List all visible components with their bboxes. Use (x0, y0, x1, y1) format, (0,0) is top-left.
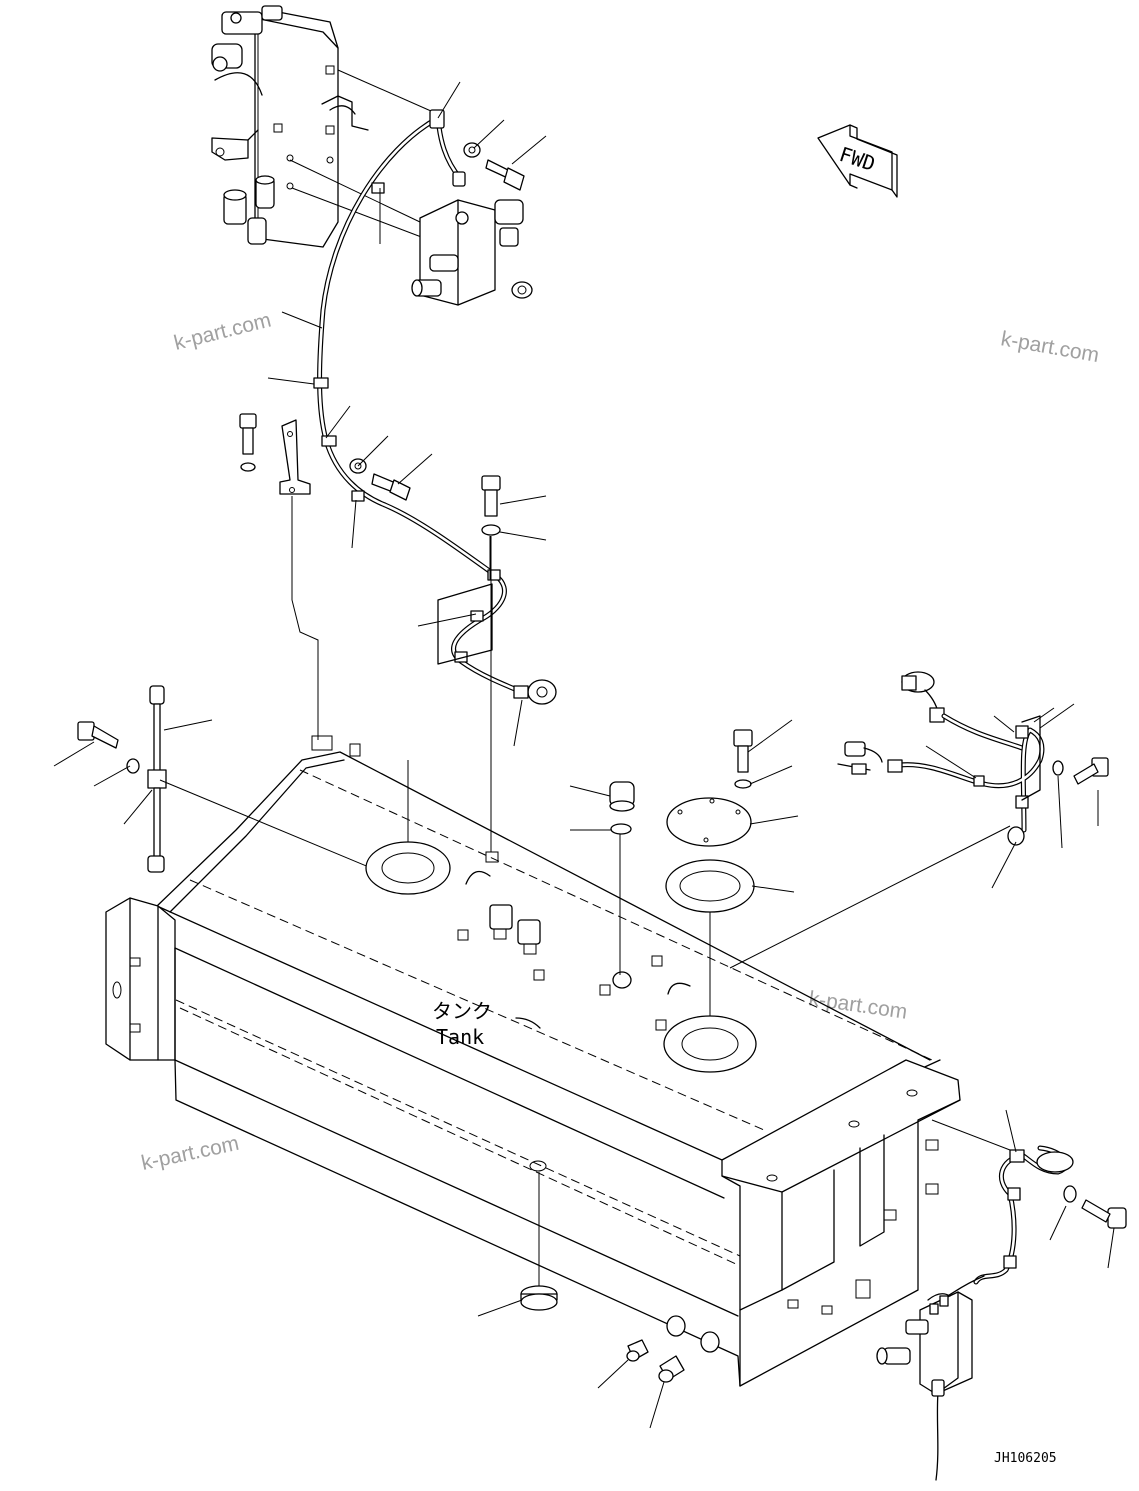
hose-bracket-plate (437, 583, 493, 665)
filter-bracket-assembly (211, 5, 369, 248)
watermark-top-right: k-part.com (999, 327, 1101, 367)
bracket-bolt-left (239, 413, 311, 495)
cover-bolt (733, 729, 753, 789)
bottom-right-hose (939, 1145, 1127, 1301)
drain-fitting-right (658, 1355, 685, 1383)
watermark-bottom-left: k-part.com (139, 1132, 241, 1175)
watermark-center-right: k-part.com (807, 987, 908, 1024)
upper-hose (313, 109, 557, 705)
hose-bolt-upper (463, 142, 525, 191)
tank-label-en: Tank (436, 1025, 484, 1049)
drain-plug (520, 1285, 558, 1311)
tank-top-bolt (481, 475, 501, 536)
drain-fitting-left (626, 1339, 649, 1362)
side-strap-assembly (77, 685, 167, 873)
bottom-right-valve (876, 1291, 973, 1481)
filler-plug (609, 781, 635, 835)
fwd-arrow-icon: FWD (817, 124, 898, 198)
tank-label-jp: タンク (432, 999, 492, 1023)
right-sensor-harness (837, 671, 1109, 846)
callout-leader-lines (53, 81, 1115, 1429)
watermark-top-left: k-part.com (172, 309, 274, 355)
drawing-code: JH106205 (994, 1451, 1057, 1466)
cover-plate (666, 797, 752, 847)
alignment-line-left (291, 496, 319, 740)
cover-gasket (665, 859, 755, 913)
valve-block (411, 199, 533, 306)
fuel-tank-body (105, 735, 961, 1387)
